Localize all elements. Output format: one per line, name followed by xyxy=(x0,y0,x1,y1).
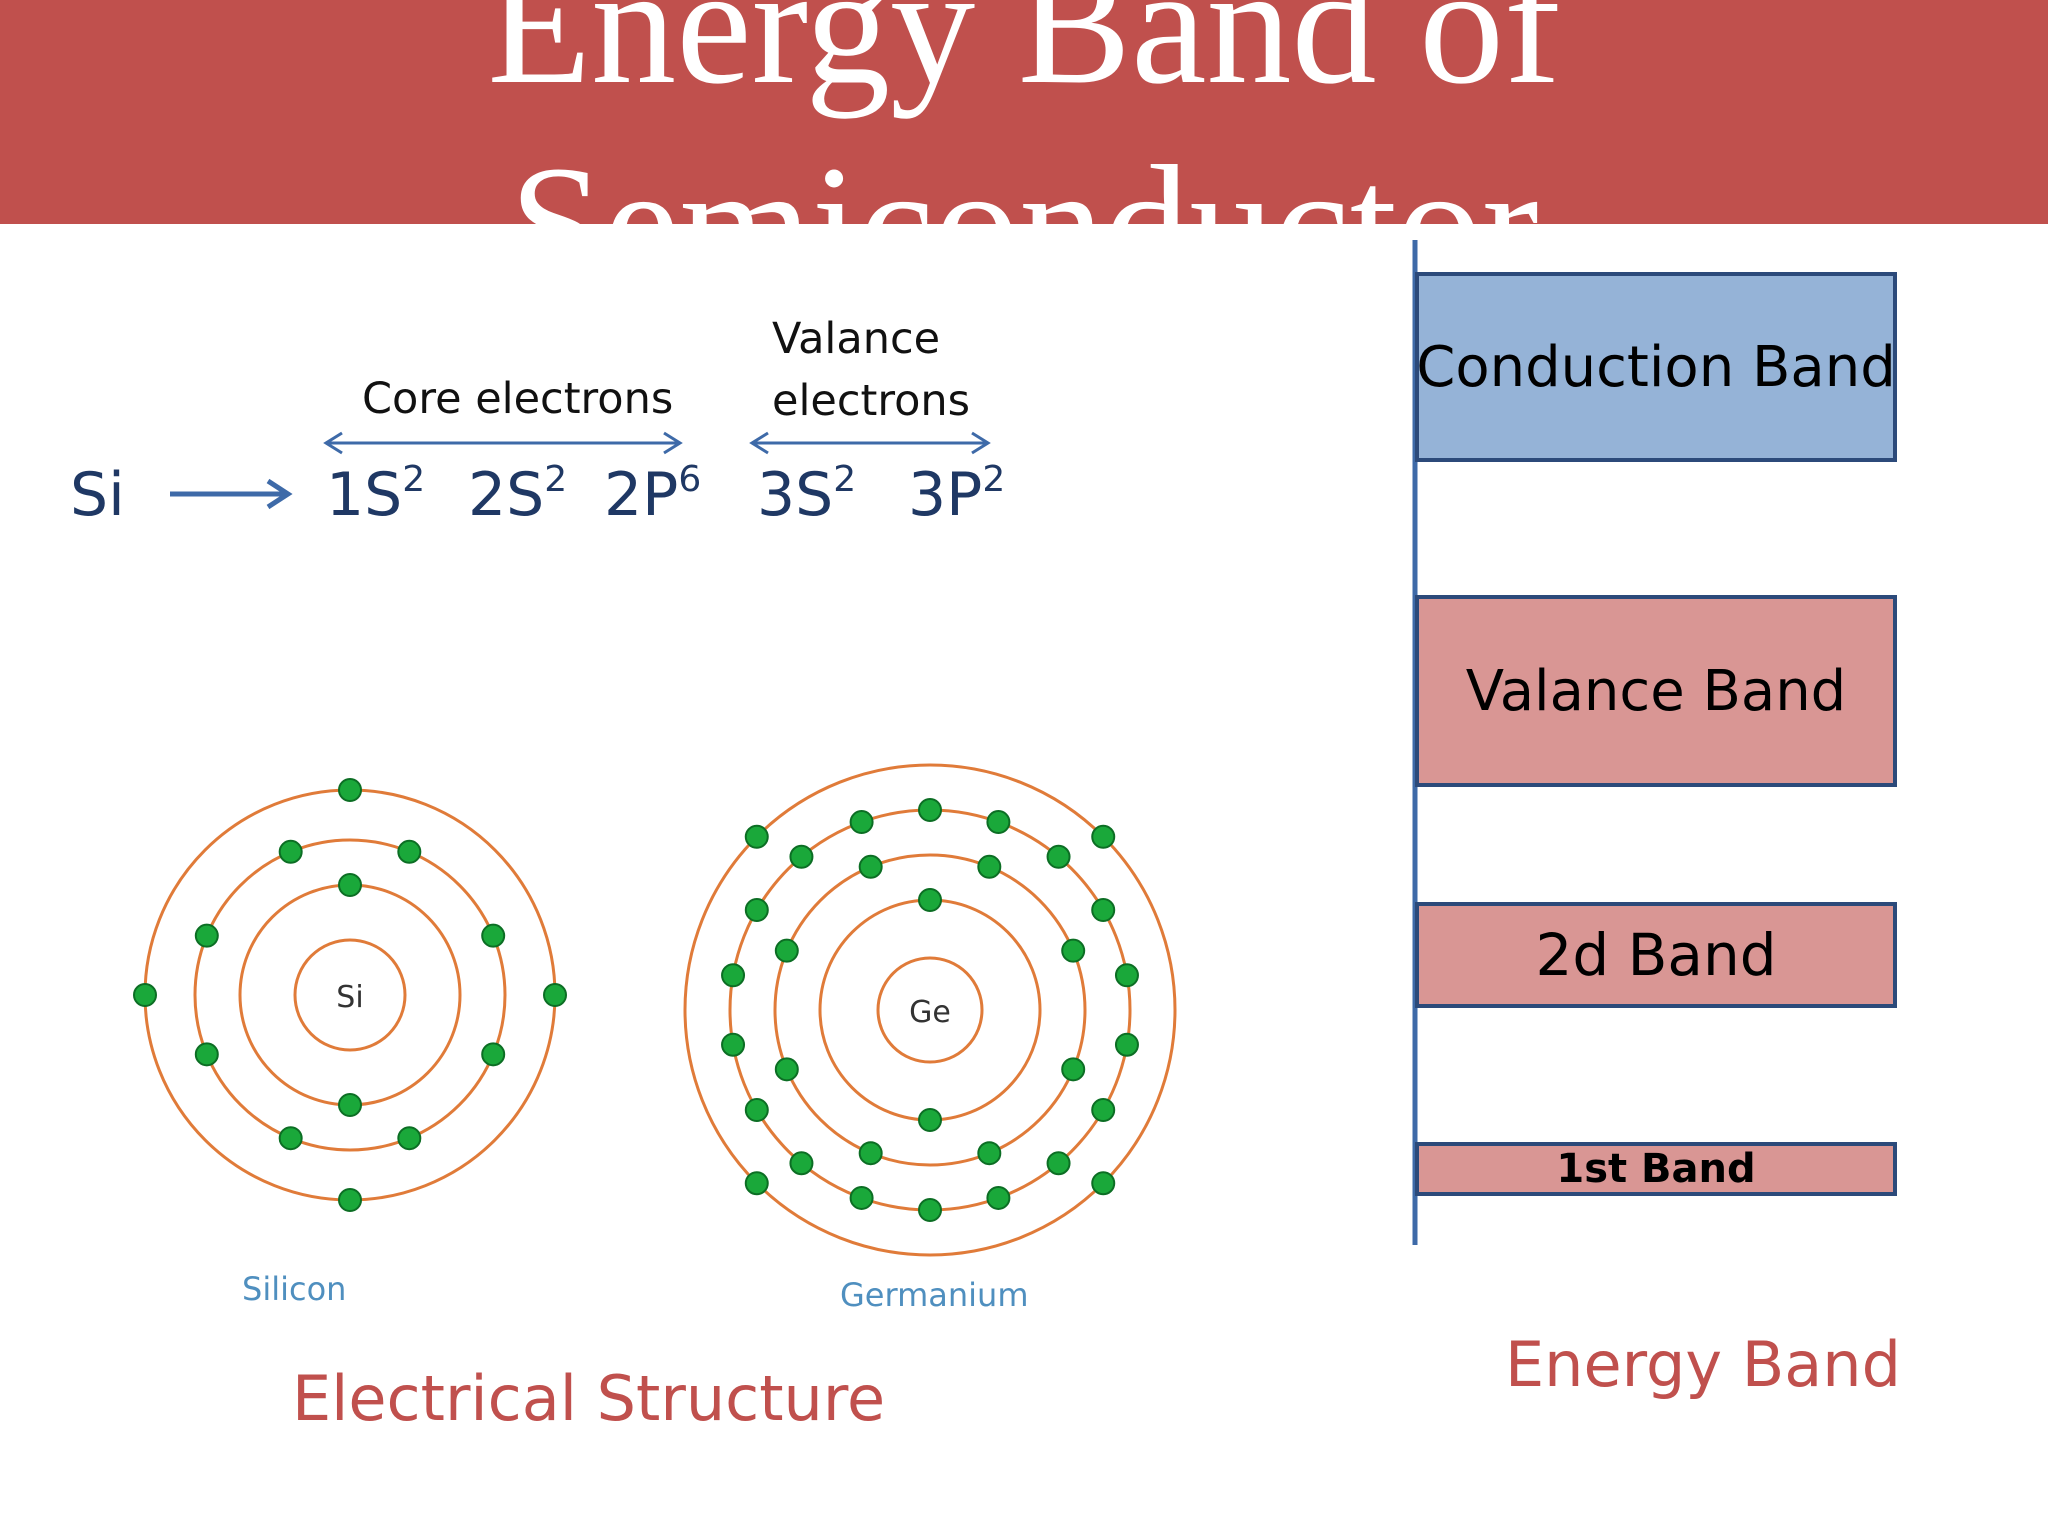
nucleus-symbol: Si xyxy=(336,980,363,1015)
electron xyxy=(789,1151,814,1176)
germanium-label: Germanium xyxy=(840,1276,1029,1314)
valance-label-line-1: Valance xyxy=(772,314,941,364)
electron xyxy=(1046,1151,1071,1176)
si-arrow-head xyxy=(266,478,293,510)
electron xyxy=(1091,1098,1116,1122)
element-symbol: Si xyxy=(70,460,125,530)
electron xyxy=(397,839,422,864)
core-electrons-label: Core electrons xyxy=(362,374,674,424)
slide-title-line-1: Energy Band of xyxy=(487,0,1561,119)
valance-band: Valance Band xyxy=(1415,595,1897,787)
electron xyxy=(721,963,746,988)
electron xyxy=(1091,824,1116,849)
electron xyxy=(774,1057,799,1082)
electron xyxy=(1061,938,1086,963)
electron xyxy=(774,938,799,963)
nucleus xyxy=(876,956,984,1064)
electron xyxy=(543,983,567,1007)
electron xyxy=(744,824,769,849)
electron xyxy=(744,1098,769,1122)
electron xyxy=(338,1093,362,1117)
electron xyxy=(338,778,362,802)
electron xyxy=(1046,844,1071,869)
nucleus-symbol: Ge xyxy=(909,995,951,1030)
electron xyxy=(721,1032,746,1057)
electron xyxy=(338,1188,362,1212)
electron xyxy=(918,798,942,822)
nucleus xyxy=(293,938,407,1052)
energy-band-caption: Energy Band xyxy=(1505,1328,1901,1401)
atom-diagrams: Si Ge xyxy=(133,763,1177,1257)
electron xyxy=(397,1126,422,1151)
electron xyxy=(1114,1032,1139,1057)
electron xyxy=(1114,963,1139,988)
electron xyxy=(338,873,362,897)
orbital-3s: 3S2 xyxy=(757,459,857,530)
valance-span-heads xyxy=(749,431,991,455)
config-arrows xyxy=(170,431,991,510)
electron xyxy=(986,1185,1011,1210)
electron xyxy=(849,810,874,835)
valance-label-line-2: electrons xyxy=(772,376,971,426)
electron xyxy=(918,1198,942,1222)
electron xyxy=(194,923,219,948)
orbital-2p: 2P6 xyxy=(604,459,702,530)
electron xyxy=(744,1171,769,1196)
electron xyxy=(133,983,157,1007)
electron xyxy=(918,888,942,912)
silicon-label: Silicon xyxy=(242,1270,347,1308)
electron xyxy=(194,1042,219,1067)
electron xyxy=(986,810,1011,835)
electron xyxy=(278,839,303,864)
orbit-shell-4 xyxy=(683,763,1177,1257)
orbital-3p: 3P2 xyxy=(908,459,1006,530)
electron xyxy=(977,1141,1002,1166)
electron xyxy=(977,854,1002,879)
orbital-2s: 2S2 xyxy=(468,459,568,530)
orbit-shell-2 xyxy=(773,853,1087,1167)
electron xyxy=(1091,1171,1116,1196)
valance-band-label: Valance Band xyxy=(1465,658,1847,724)
conduction-band-label: Conduction Band xyxy=(1416,334,1896,400)
electron xyxy=(744,898,769,922)
electron xyxy=(918,1108,942,1132)
electron xyxy=(481,923,506,948)
electron xyxy=(849,1185,874,1210)
electron xyxy=(1061,1057,1086,1082)
electron xyxy=(858,1141,883,1166)
conduction-band: Conduction Band xyxy=(1415,272,1897,462)
germanium-atom: Ge xyxy=(683,763,1177,1257)
electron xyxy=(481,1042,506,1067)
electron xyxy=(1091,898,1116,922)
slide-title-line-2: Semiconductor xyxy=(0,140,2048,224)
2d-band: 2d Band xyxy=(1415,902,1897,1008)
title-bar: Energy Band of Semiconductor xyxy=(0,0,2048,224)
orbital-1s: 1S2 xyxy=(326,459,426,530)
silicon-atom: Si xyxy=(133,778,567,1212)
electron xyxy=(278,1126,303,1151)
1st-band: 1st Band xyxy=(1415,1142,1897,1196)
orbit-shell-2 xyxy=(193,838,507,1152)
electron xyxy=(858,854,883,879)
electron xyxy=(789,844,814,869)
1st-band-label: 1st Band xyxy=(1556,1146,1756,1192)
core-span-heads xyxy=(323,431,683,455)
electrical-structure-caption: Electrical Structure xyxy=(292,1362,886,1435)
2d-band-label: 2d Band xyxy=(1535,921,1777,989)
